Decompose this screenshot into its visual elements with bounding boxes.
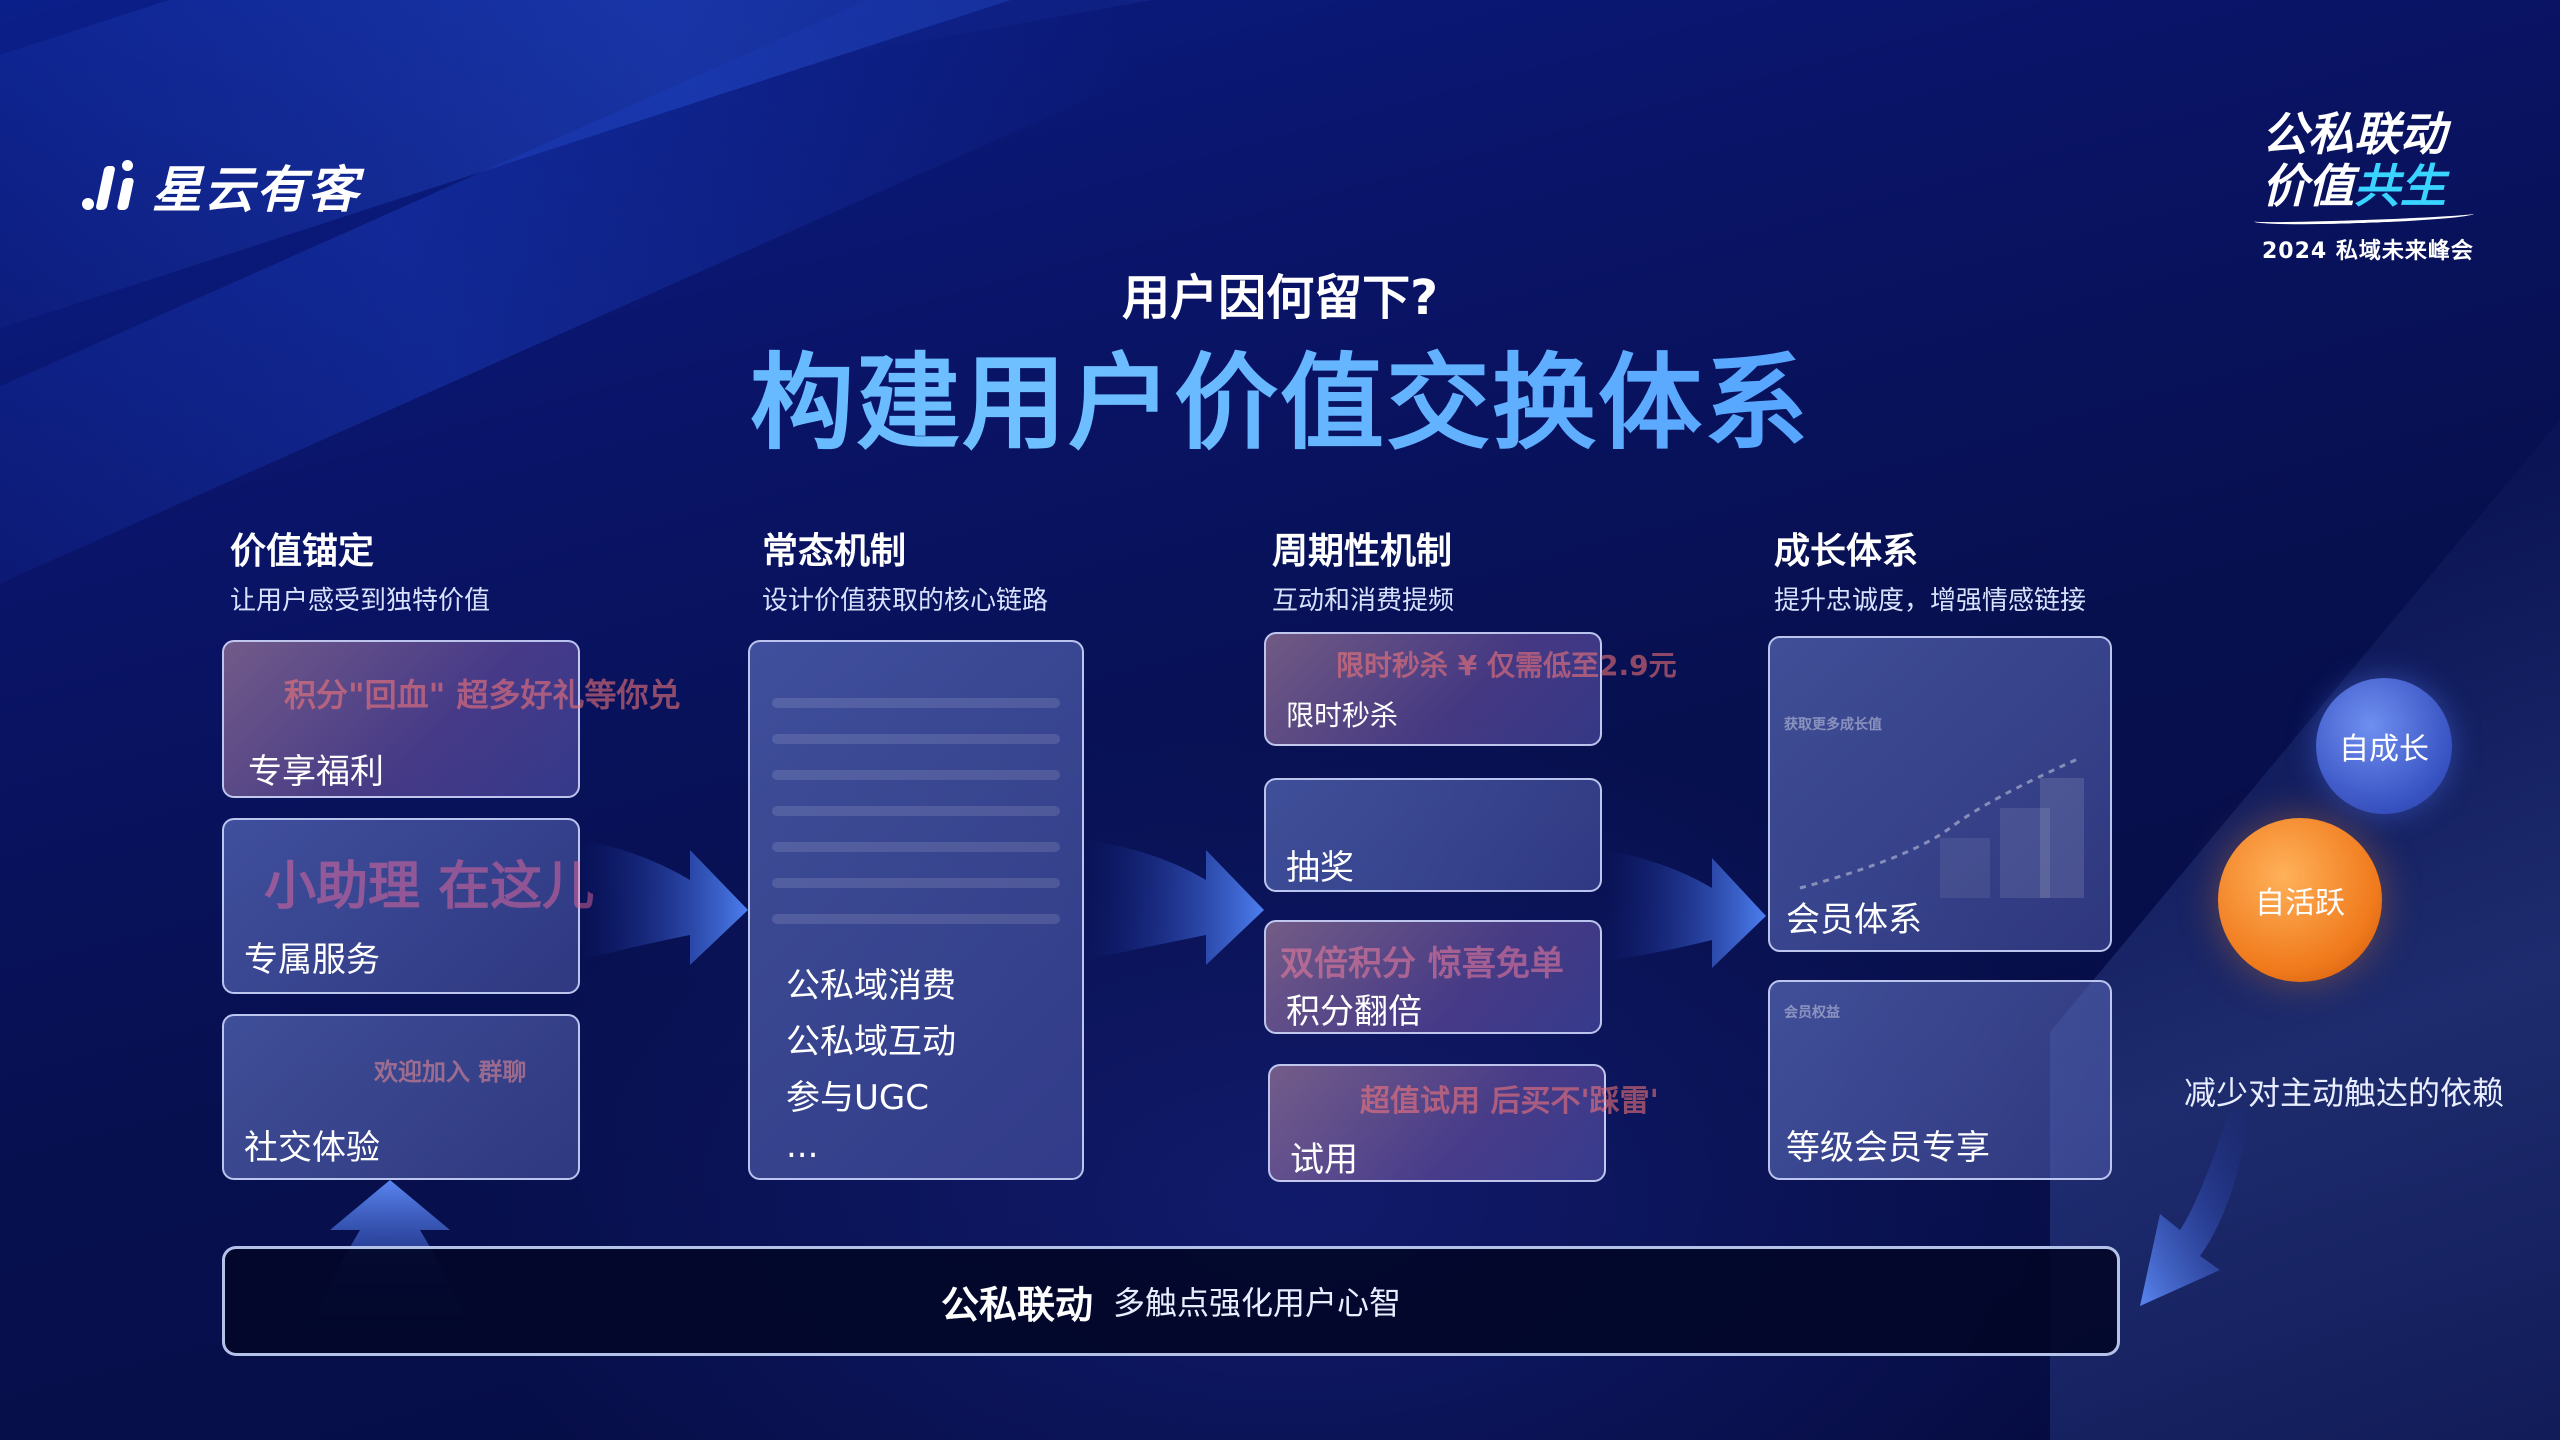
summit-line2: 价值共生 [2262, 159, 2446, 213]
card-trial: 超值试用 后买不'踩雷' 试用 [1268, 1064, 1659, 1182]
card-tier-member-perks: 会员权益 等级会员专享 [1768, 980, 2112, 1180]
card-label: 试用 [1290, 1140, 1358, 1180]
arrow-right-icon [1604, 850, 1766, 968]
card-label: 积分翻倍 [1286, 992, 1422, 1032]
card-label: 专属服务 [244, 940, 380, 980]
card-membership-system: 获取更多成长值 会员体系 [1768, 636, 2112, 952]
col1-subheading: 让用户感受到独特价值 [230, 586, 491, 616]
card-social-experience: 欢迎加入 群聊 社交体验 [222, 1014, 580, 1180]
card-label: 等级会员专享 [1786, 1128, 1990, 1168]
arrow-right-icon [580, 840, 748, 965]
card-exclusive-service: 小助理 在这儿 专属服务 [222, 818, 594, 994]
side-note: 减少对主动触达的依赖 [2184, 1074, 2505, 1112]
growth-chart-icon [1799, 756, 2084, 898]
col3-heading: 周期性机制 [1272, 531, 1453, 572]
col2-subheading: 设计价值获取的核心链路 [762, 586, 1049, 616]
col3-subheading: 互动和消费提频 [1272, 586, 1455, 616]
card-label: 会员体系 [1786, 900, 1922, 940]
arrow-curve-icon [2140, 1110, 2250, 1306]
card-label: 社交体验 [244, 1128, 380, 1168]
card-exclusive-benefits: 积分"回血" 超多好礼等你兑 专享福利 [222, 640, 681, 798]
bottom-banner-text: 多触点强化用户心智 [1113, 1284, 1402, 1322]
summit-line1: 公私联动 [2262, 107, 2446, 161]
card-label: 抽奖 [1286, 848, 1354, 888]
summit-badge: 公私联动 价值共生 2024 私域未来峰会 [2253, 107, 2514, 265]
routine-item: 公私域消费 [786, 966, 956, 1006]
col4-subheading: 提升忠诚度，增强情感链接 [1774, 586, 2087, 616]
self-growth-bubble: 自成长 [2316, 678, 2452, 814]
card-label: 专享福利 [248, 752, 384, 792]
col4-heading: 成长体系 [1774, 531, 1919, 572]
arrow-right-icon [1086, 840, 1264, 965]
summit-line3: 2024 私域未来峰会 [2262, 239, 2474, 264]
self-active-bubble: 自活跃 [2218, 818, 2382, 982]
routine-item: 公私域互动 [786, 1022, 956, 1062]
card-label: 限时秒杀 [1286, 699, 1399, 732]
card-routine-mechanism: 公私域消费 公私域互动 参与UGC ... [748, 640, 1084, 1180]
card-lottery: 抽奖 [1264, 778, 1602, 892]
bottom-banner-bold: 公私联动 [940, 1282, 1093, 1327]
card-double-points: 双倍积分 惊喜免单 积分翻倍 [1264, 920, 1602, 1034]
page-title: 构建用户价值交换体系 [0, 318, 2560, 469]
col2-heading: 常态机制 [762, 531, 907, 572]
col1-heading: 价值锚定 [230, 531, 375, 572]
card-flash-sale: 限时秒杀 ¥ 仅需低至2.9元 限时秒杀 [1264, 632, 1677, 746]
brand-logo: 星云有客 [82, 150, 360, 222]
brand-mark-icon [82, 158, 135, 214]
page-subtitle: 用户因何留下? [1122, 270, 1438, 326]
routine-item: 参与UGC [786, 1078, 929, 1118]
bottom-banner: 公私联动 多触点强化用户心智 [222, 1246, 2120, 1356]
routine-item: ... [786, 1126, 819, 1166]
brand-name: 星云有客 [152, 161, 360, 219]
